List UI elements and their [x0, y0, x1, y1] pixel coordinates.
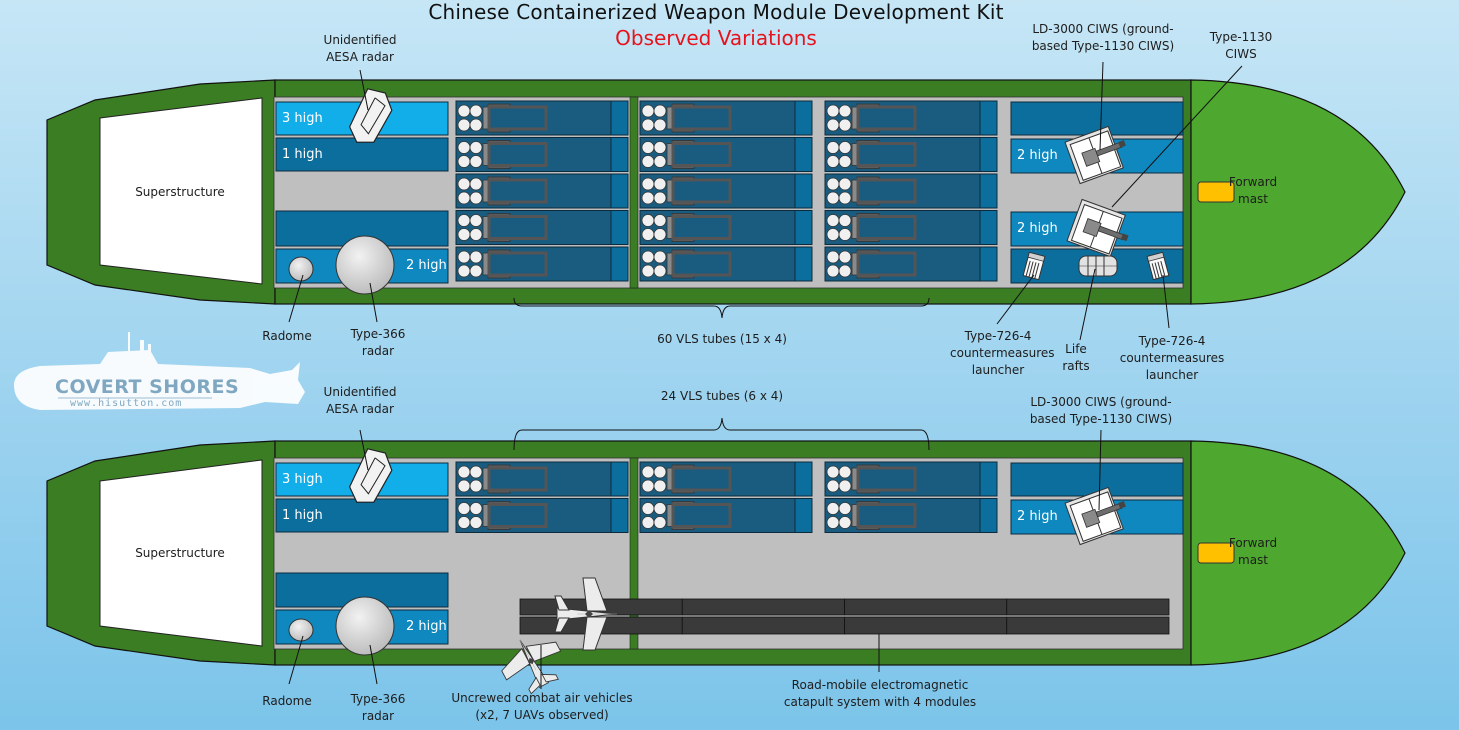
ship1-countermeasures-left-label: Type-726-4 countermeasures launcher — [950, 329, 1055, 377]
vls-launcher — [638, 99, 814, 137]
ship1-type366-label: Type-366 radar — [350, 327, 406, 358]
ship2-forward-mast — [1197, 542, 1235, 564]
ship2-ld3000-label: LD-3000 CIWS (ground-based Type-1130 CIW… — [1029, 395, 1173, 426]
ship2-bow — [1190, 440, 1406, 666]
ship1-leader-lines — [288, 61, 1243, 341]
ship2-superstructure-label: Superstructure — [135, 546, 225, 560]
ship1-liferafts-label: Life rafts — [1062, 342, 1090, 373]
ship2-radome — [288, 618, 314, 642]
ship1-type366-radar — [335, 235, 395, 295]
logo-url: www.hisutton.com — [70, 398, 183, 409]
ship1 — [46, 61, 1406, 341]
ship2 — [46, 417, 1406, 702]
vls-launcher — [454, 497, 630, 534]
vls-launcher — [454, 136, 630, 173]
ship1-forward-mast-label: Forward mast — [1228, 175, 1278, 206]
ship2-radome-label: Radome — [262, 694, 312, 708]
catapult-module-top — [1006, 598, 1170, 616]
diagram-title: Chinese Containerized Weapon Module Deve… — [428, 0, 1004, 24]
ship2-slot-2-high-label: 2 high — [406, 619, 447, 634]
ship1-ld3000-label: LD-3000 CIWS (ground-based Type-1130 CIW… — [1031, 22, 1175, 53]
ship1-vls-label: 60 VLS tubes (15 x 4) — [657, 332, 787, 346]
ship1-slot-1-high — [275, 137, 449, 172]
vls-launcher — [638, 497, 814, 534]
vls-launcher — [638, 460, 814, 498]
vls-launcher — [454, 172, 630, 210]
ship2-forward-mast-label: Forward mast — [1228, 536, 1278, 567]
ship1-type1130-label: Type-1130 CIWS — [1209, 30, 1273, 61]
ship1-slot-2-high-label: 2 high — [406, 258, 447, 273]
ship1-slot-1-high-label: 1 high — [282, 147, 323, 162]
ship2-slot-3-high-label: 3 high — [282, 472, 323, 487]
ship1-superstructure — [99, 97, 263, 285]
logo-name: COVERT SHORES — [55, 376, 240, 398]
ship2-superstructure — [99, 459, 263, 647]
vls-launcher — [454, 209, 630, 246]
vls-launcher — [638, 209, 814, 246]
ship1-slot-ciws-bottom-label: 2 high — [1017, 221, 1058, 236]
ship1-countermeasures-right-label: Type-726-4 countermeasures launcher — [1119, 334, 1225, 382]
ship1-radome-label: Radome — [262, 329, 312, 343]
ship1-vls-launchers — [454, 99, 999, 283]
ship1-radome — [288, 256, 314, 282]
ship1-forward-mast — [1197, 181, 1235, 203]
ship2-leader-lines — [288, 417, 1102, 689]
catapult-module-top — [844, 598, 1008, 616]
ship1-slot-ciws-top-empty — [1010, 101, 1184, 136]
vls-launcher — [638, 245, 814, 283]
ship2-aesa-label: Unidentified AESA radar — [323, 385, 397, 416]
vls-launcher — [454, 99, 630, 137]
covert-shores-logo — [14, 332, 305, 410]
vls-launcher — [454, 460, 630, 498]
ship1-slot-ciws-top-label: 2 high — [1017, 148, 1058, 163]
catapult-module-bottom — [681, 616, 845, 635]
vls-launcher — [823, 99, 999, 137]
vls-launcher — [823, 497, 999, 534]
vls-launcher — [823, 136, 999, 173]
vls-launcher — [454, 245, 630, 283]
ship2-ucav-label: Uncrewed combat air vehicles (x2, 7 UAVs… — [451, 691, 633, 722]
ship2-type366-label: Type-366 radar — [350, 692, 406, 723]
vls-launcher — [638, 136, 814, 173]
vls-launcher — [823, 245, 999, 283]
ship2-vls-label: 24 VLS tubes (6 x 4) — [660, 389, 784, 403]
vls-launcher — [823, 460, 999, 498]
ship2-slot-ciws-label: 2 high — [1017, 509, 1058, 524]
ship2-slot-1-high-label: 1 high — [282, 508, 323, 523]
ship2-slot-1-high — [275, 498, 449, 533]
ship1-aesa-label: Unidentified AESA radar — [323, 33, 397, 64]
ship2-deck-divider — [629, 457, 639, 650]
ship1-bow — [1190, 79, 1406, 305]
ship2-slot-ciws-top-empty — [1010, 462, 1184, 497]
vls-launcher — [823, 172, 999, 210]
catapult-module-top — [681, 598, 845, 616]
ship2-catapult-label: Road-mobile electromagnetic catapult sys… — [783, 678, 977, 709]
diagram-subtitle: Observed Variations — [615, 26, 817, 50]
ship1-superstructure-label: Superstructure — [135, 185, 225, 199]
ship1-liferafts — [1078, 255, 1118, 277]
ship1-slot-3-high-label: 3 high — [282, 111, 323, 126]
catapult-module-bottom — [1006, 616, 1170, 635]
vls-launcher — [638, 172, 814, 210]
vls-launcher — [823, 209, 999, 246]
catapult-module-bottom — [844, 616, 1008, 635]
ship2-type366-radar — [335, 596, 395, 656]
ship1-deck-divider — [629, 96, 639, 289]
